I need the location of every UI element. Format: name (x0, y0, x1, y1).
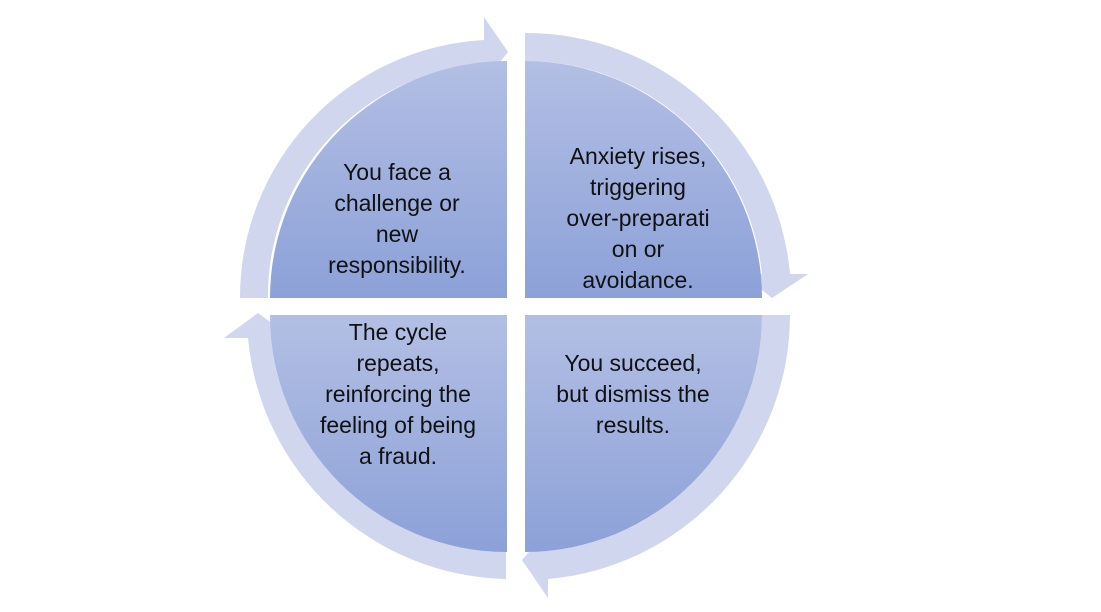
step-label-succeed: You succeed, but dismiss the results. (556, 350, 710, 438)
arrow-bottom-right (522, 315, 791, 598)
step-label-cycle-repeats: The cycle repeats, reinforcing the feeli… (319, 319, 476, 469)
arrow-top-left (239, 17, 508, 298)
arrow-bottom-left (224, 313, 506, 579)
quadrant-bottom-left (270, 315, 507, 552)
quadrant-top-right (525, 61, 762, 298)
arrow-ring (224, 17, 808, 598)
step-label-challenge: You face a challenge or new responsibili… (328, 159, 466, 278)
arrow-top-right (525, 32, 808, 298)
quadrants (270, 61, 762, 552)
quadrant-bottom-right (525, 315, 762, 552)
quadrant-top-left (270, 61, 507, 298)
step-label-anxiety: Anxiety rises, triggering over-preparati… (566, 143, 710, 293)
